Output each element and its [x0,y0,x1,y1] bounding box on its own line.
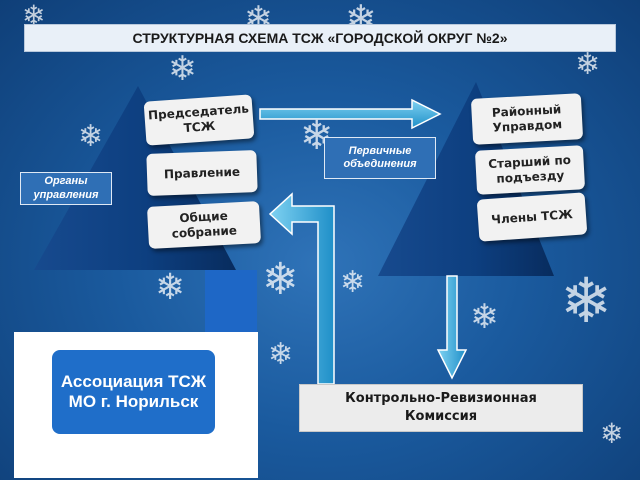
general-meeting-box: Общие собрание [146,201,262,249]
snowflake-icon: ❄ [470,297,499,337]
snowflake-icon: ❄ [340,265,366,300]
snowflake-icon: ❄ [600,417,624,450]
association-connector [205,270,257,334]
snowflake-icon: ❄ [155,267,186,308]
control-commission-box: Контрольно-Ревизионная Комиссия [299,384,583,432]
snowflake-icon: ❄ [575,47,601,82]
arrow-down [436,275,468,380]
board-box: Правление [146,150,258,196]
snowflake-icon: ❄ [262,254,299,305]
snowflake-icon: ❄ [168,49,197,89]
snowflake-icon: ❄ [22,0,46,32]
hoa-members-box: Члены ТСЖ [476,192,588,242]
page-title: СТРУКТУРНАЯ СХЕМА ТСЖ «ГОРОДСКОЙ ОКРУГ №… [24,24,616,52]
association-box: Ассоциация ТСЖ МО г. Норильск [52,350,215,434]
arrow-up-left [268,192,335,385]
snowflake-icon: ❄ [560,264,612,337]
snowflake-icon: ❄ [78,119,104,154]
arrow-right [259,98,442,130]
snowflake-icon: ❄ [268,337,294,372]
